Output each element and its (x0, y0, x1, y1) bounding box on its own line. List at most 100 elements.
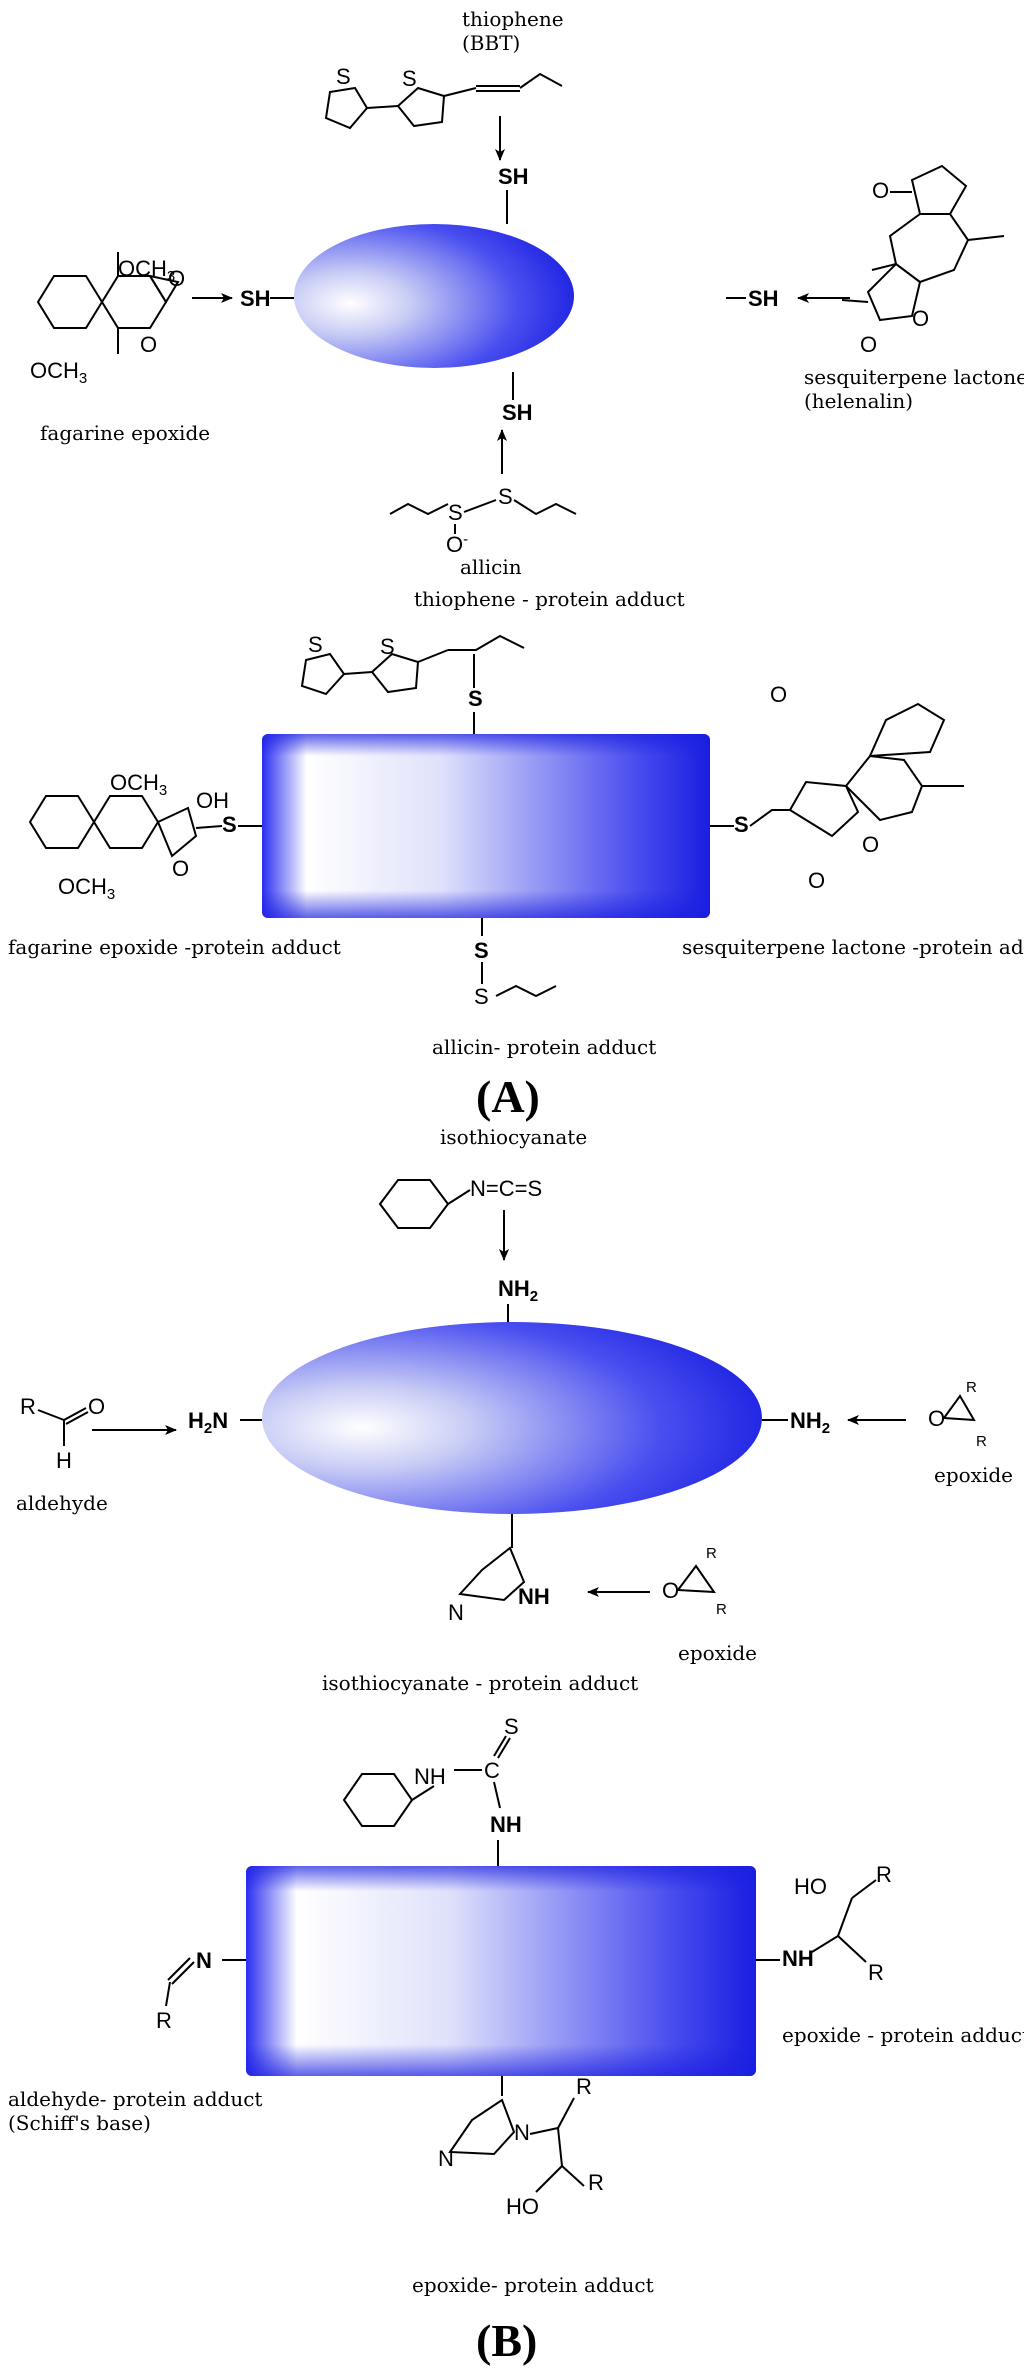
svg-text:S: S (222, 812, 237, 837)
svg-text:NH: NH (490, 1812, 522, 1837)
fagarine-adduct-structure: OCH3 OH O OCH3 S (28, 770, 262, 903)
fagarine-epoxide-structure: O O OCH3 OCH3 (30, 252, 185, 387)
svg-text:NH: NH (782, 1946, 814, 1971)
svg-text:OCH3: OCH3 (118, 256, 175, 285)
helenalin-adduct-structure: S O O O (710, 682, 964, 893)
svg-text:R: R (868, 1960, 884, 1985)
allicin-adduct-label: allicin- protein adduct (432, 1035, 656, 1059)
amine-right: NH2 (790, 1408, 830, 1437)
svg-text:N: N (438, 2146, 454, 2171)
allicin-label: allicin (460, 555, 522, 579)
svg-text:O: O (168, 266, 185, 291)
thiol-left: SH (240, 286, 271, 311)
svg-text:R: R (20, 1394, 36, 1419)
isothiocyanate-adduct-label: isothiocyanate - protein adduct (322, 1671, 638, 1695)
svg-text:S: S (308, 632, 323, 657)
svg-text:R: R (588, 2170, 604, 2195)
thiol-top: SH (498, 164, 529, 189)
amine-left: H2N (188, 1408, 228, 1437)
histidine-structure: N NH (448, 1546, 550, 1625)
fagarine-adduct-label: fagarine epoxide -protein adduct (8, 935, 341, 959)
svg-text:O: O (808, 868, 825, 893)
svg-text:H: H (56, 1448, 72, 1473)
aldehyde-label: aldehyde (16, 1491, 108, 1515)
svg-text:HO: HO (506, 2194, 539, 2219)
bithiophene-structure: S S (324, 64, 563, 130)
panel-a-label: (A) (476, 1071, 540, 1122)
svg-text:O: O (770, 682, 787, 707)
protein-ellipse-a (294, 224, 574, 368)
svg-text:HO: HO (794, 1874, 827, 1899)
protein-box-b (246, 1866, 756, 2076)
svg-text:R: R (156, 2008, 172, 2033)
svg-text:O: O (172, 856, 189, 881)
svg-text:OCH3: OCH3 (58, 874, 115, 903)
svg-text:N: N (448, 1600, 464, 1625)
epoxide-adduct-bottom-label: epoxide- protein adduct (412, 2273, 654, 2297)
schiff-base-label: (Schiff's base) (8, 2111, 151, 2135)
svg-text:R: R (576, 2074, 592, 2099)
svg-text:N: N (514, 2120, 530, 2145)
svg-text:O: O (662, 1578, 679, 1603)
svg-text:O-: O- (446, 531, 468, 557)
panel-b-label: (B) (476, 2315, 537, 2366)
epoxide-right-structure: O R R (928, 1379, 987, 1450)
histidine-adduct-structure: N N R R HO (438, 2074, 604, 2219)
svg-text:O: O (862, 832, 879, 857)
epoxide-bottom-structure: O R R (662, 1545, 727, 1618)
sesquiterpene-lactone-label: sesquiterpene lactone (804, 365, 1024, 389)
svg-text:R: R (716, 1601, 727, 1618)
thiophene-adduct-structure: S S S (300, 632, 525, 734)
svg-text:OCH3: OCH3 (110, 770, 167, 799)
thiol-bottom: SH (502, 400, 533, 425)
aldehyde-structure: R O H (20, 1394, 105, 1473)
svg-text:R: R (706, 1545, 717, 1562)
svg-text:NH: NH (414, 1764, 446, 1789)
svg-text:S: S (498, 484, 513, 509)
svg-text:O: O (140, 332, 157, 357)
protein-ellipse-b (262, 1322, 762, 1514)
amino-alcohol-adduct-structure: NH HO R R (756, 1862, 892, 1985)
svg-text:O: O (860, 332, 877, 357)
svg-text:O: O (88, 1394, 105, 1419)
svg-text:S: S (468, 686, 483, 711)
helenalin-structure: O O O (841, 164, 1005, 357)
epoxide-bottom-label: epoxide (678, 1641, 757, 1665)
phenyl-isothiocyanate-structure: N=C=S (378, 1176, 542, 1229)
svg-text:O: O (912, 306, 929, 331)
svg-text:R: R (976, 1433, 987, 1450)
thiophene-label: thiophene (462, 7, 564, 31)
allicin-structure: S S O- (389, 484, 577, 557)
svg-text:O: O (928, 1406, 945, 1431)
svg-text:S: S (448, 500, 463, 525)
svg-text:OCH3: OCH3 (30, 358, 87, 387)
svg-text:S: S (474, 938, 489, 963)
svg-text:NH: NH (518, 1584, 550, 1609)
thiourea-adduct-structure: NH C S NH (342, 1714, 522, 1866)
svg-text:N: N (196, 1948, 212, 1973)
thiophene-adduct-label: thiophene - protein adduct (414, 587, 685, 611)
allicin-adduct-structure: S S (474, 918, 557, 1009)
helenalin-adduct-label: sesquiterpene lactone -protein adduct (682, 935, 1024, 959)
svg-text:S: S (402, 66, 417, 91)
svg-text:OH: OH (196, 788, 229, 813)
svg-text:S: S (504, 1714, 519, 1739)
schiff-base-structure: N R (156, 1948, 246, 2033)
svg-text:C: C (484, 1758, 500, 1783)
thiophene-bbt-label: (BBT) (462, 31, 520, 55)
amine-top: NH2 (498, 1276, 538, 1305)
svg-text:S: S (474, 984, 489, 1009)
svg-text:R: R (966, 1379, 977, 1396)
fagarine-epoxide-label: fagarine epoxide (40, 421, 210, 445)
svg-text:S: S (336, 64, 351, 89)
helenalin-label: (helenalin) (804, 389, 913, 413)
epoxide-adduct-right-label: epoxide - protein adduct (782, 2023, 1024, 2047)
thiol-right: SH (748, 286, 779, 311)
svg-text:S: S (380, 634, 395, 659)
epoxide-right-label: epoxide (934, 1463, 1013, 1487)
aldehyde-adduct-label: aldehyde- protein adduct (8, 2087, 262, 2111)
protein-box-a (262, 734, 710, 918)
svg-text:R: R (876, 1862, 892, 1887)
svg-text:O: O (872, 178, 889, 203)
